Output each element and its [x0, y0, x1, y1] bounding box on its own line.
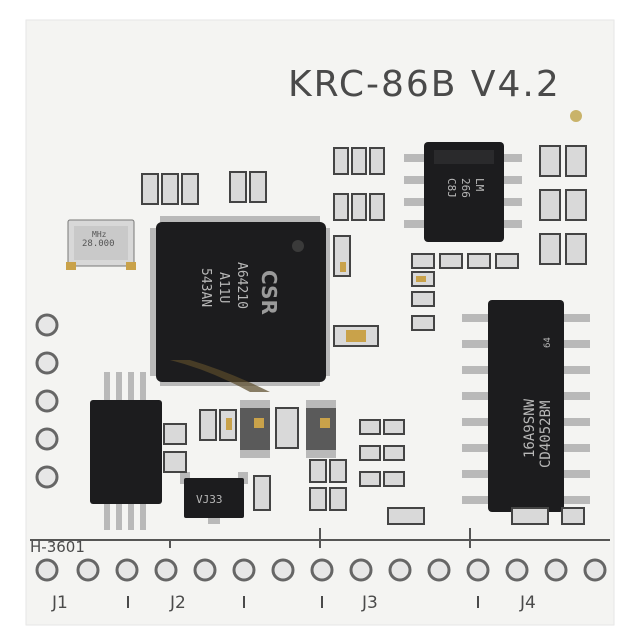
crystal-unit: MHz [92, 230, 107, 239]
pin-label-j4: J4 [519, 593, 536, 613]
op-amp-line3: C8J [445, 178, 458, 198]
pin-tick-marks [127, 596, 479, 608]
smd-passives [141, 145, 587, 525]
pin-label-j2: J2 [169, 593, 186, 613]
bottom-header-pins [35, 558, 607, 582]
left-header-pins [35, 313, 59, 489]
op-amp-line2: 266 [459, 178, 472, 198]
pin-label-j3: J3 [361, 593, 378, 613]
part-label: H-3601 [30, 538, 85, 556]
power-inductors [240, 400, 336, 458]
voltage-regulator: VJ33 [180, 472, 248, 524]
crystal-oscillator: 28.000 MHz [66, 219, 136, 270]
mux-line1: 16A9SNW [522, 398, 538, 458]
op-amp-chip: LM 266 C8J [404, 142, 522, 242]
small-ic-left [90, 372, 162, 530]
main-soc-chip: CSR A64210 A11U 543AN [150, 216, 330, 392]
crystal-frequency: 28.000 [82, 239, 115, 249]
mux-mark: 64 [543, 337, 553, 348]
soc-line1: A64210 [234, 262, 249, 309]
pin-label-j1: J1 [51, 593, 68, 613]
regulator-label: VJ33 [196, 493, 223, 506]
silkscreen-traces [30, 528, 610, 548]
mux-line2: CD4052BM [538, 401, 554, 468]
alignment-dot [570, 110, 582, 122]
op-amp-line1: LM [473, 178, 486, 192]
mux-chip: 16A9SNW CD4052BM 64 [462, 300, 590, 512]
model-label: KRC-86B V4.2 [288, 64, 561, 105]
soc-line3: 543AN [198, 268, 213, 307]
soc-logo: CSR [257, 270, 281, 315]
soc-line2: A11U [216, 272, 231, 303]
